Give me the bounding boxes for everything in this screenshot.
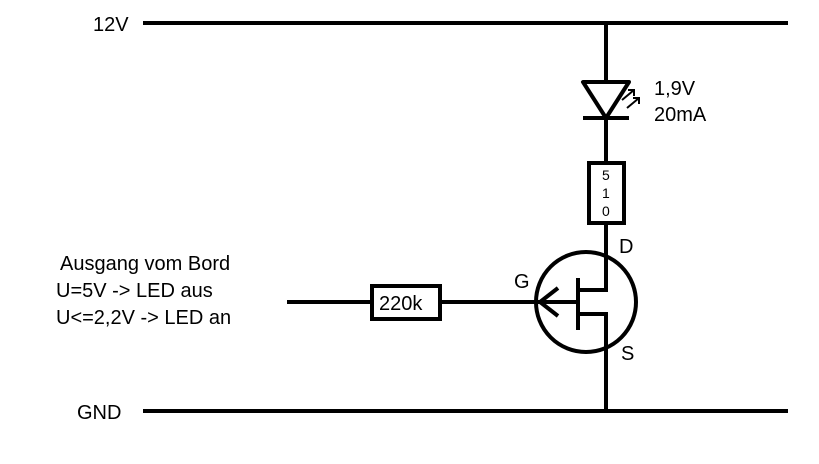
mosfet-gate-label: G [514, 271, 530, 293]
input-label-line3: U<=2,2V -> LED an [56, 307, 231, 329]
resistor-drain-digit-3: 0 [602, 203, 610, 219]
mosfet-source-label: S [621, 343, 634, 365]
gate-arrow-icon [536, 286, 578, 318]
led-light-arrows-icon [621, 89, 640, 109]
led-current: 20mA [654, 104, 707, 126]
led-voltage: 1,9V [654, 78, 696, 100]
input-label-line2: U=5V -> LED aus [56, 280, 213, 302]
mosfet-internals [576, 278, 608, 330]
resistor-drain-digit-1: 5 [602, 167, 610, 183]
resistor-drain [587, 161, 626, 225]
label-12v: 12V [93, 14, 129, 36]
label-gnd: GND [77, 402, 121, 424]
resistor-drain-digit-2: 1 [602, 185, 610, 201]
mosfet-drain-label: D [619, 236, 633, 258]
resistor-gate-label: 220k [379, 293, 423, 315]
input-label-line1: Ausgang vom Bord [60, 253, 230, 275]
